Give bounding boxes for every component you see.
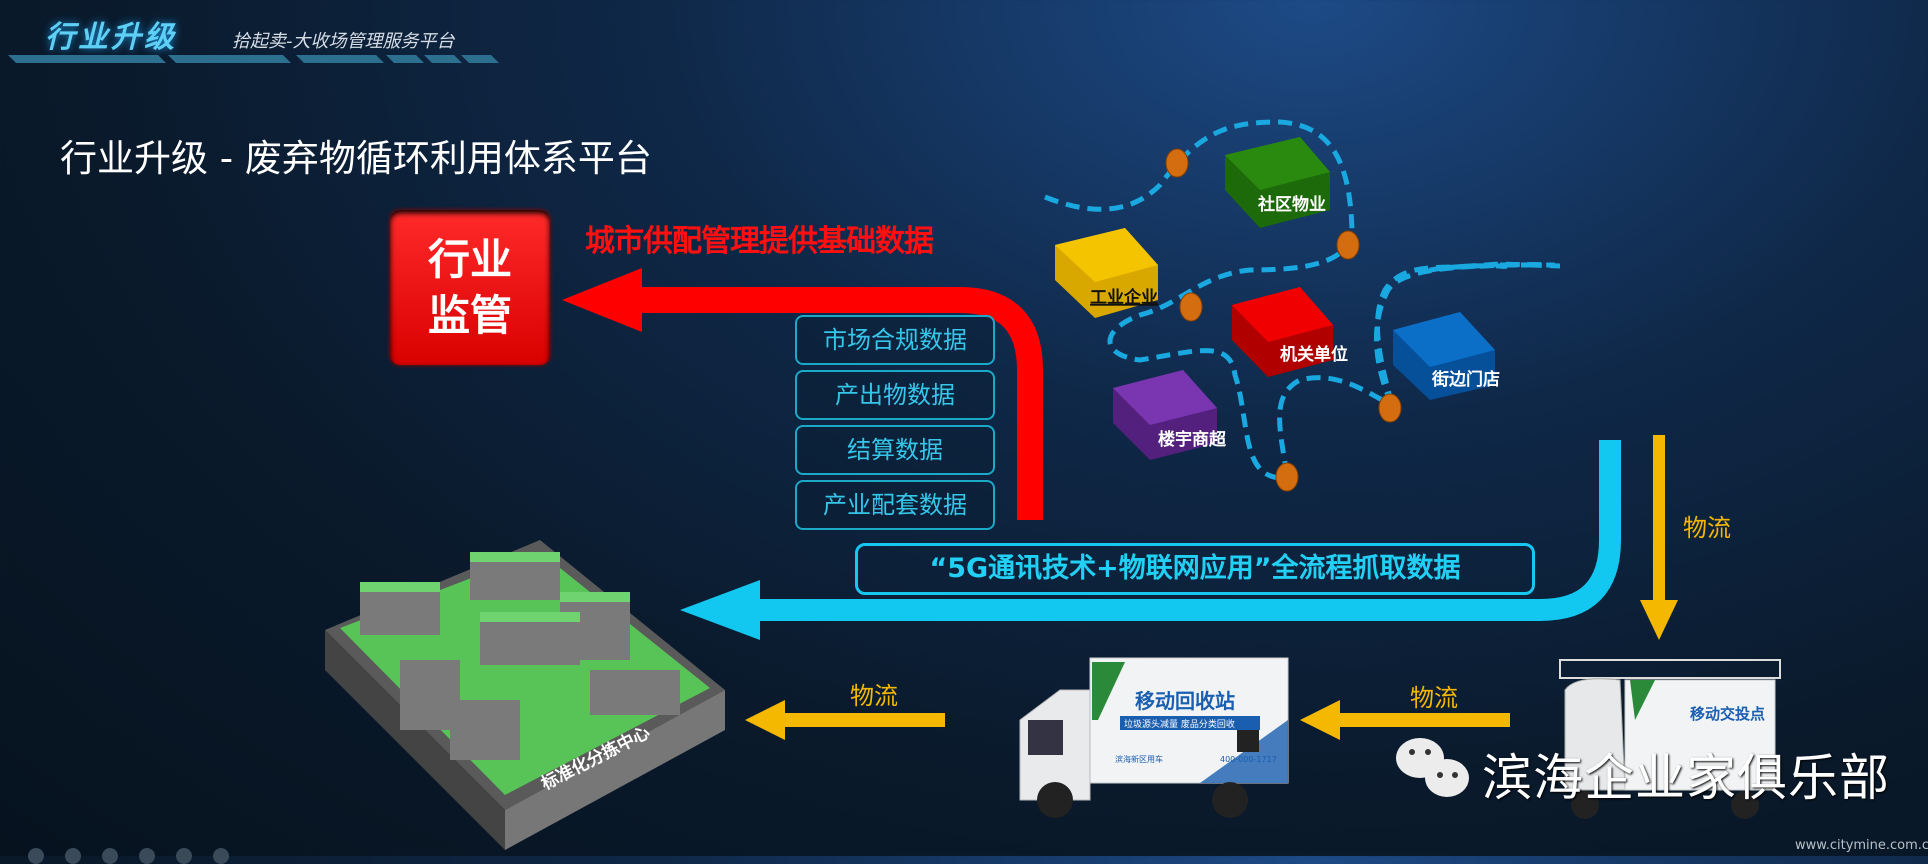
source-block-store[interactable]: 街边门店 xyxy=(1393,312,1500,400)
collection-point-icon xyxy=(1165,148,1189,178)
source-block-industry[interactable]: 工业企业 xyxy=(1055,228,1158,318)
collection-point-icon xyxy=(1179,292,1203,322)
truck-title: 移动回收站 xyxy=(1135,689,1235,713)
logistics-label: 物流 xyxy=(1410,684,1458,712)
logistics-label: 物流 xyxy=(1683,514,1731,542)
nav-dot[interactable] xyxy=(213,848,229,864)
tricycle-title: 移动交投点 xyxy=(1690,705,1765,723)
red-data-arrow xyxy=(562,268,1043,520)
source-label: 机关单位 xyxy=(1280,344,1348,365)
source-label: 社区物业 xyxy=(1257,194,1326,215)
header-subtitle: 拾起卖-大收场管理服务平台 xyxy=(232,31,455,52)
data-item-output: 产出物数据 xyxy=(795,370,995,420)
data-item-compliance: 市场合规数据 xyxy=(795,315,995,365)
mobile-recycling-truck-image: 移动回收站 垃圾源头减量 废品分类回收 滨海新区用车 400-000-1717 xyxy=(1019,657,1289,818)
cyan-data-arrow xyxy=(680,440,1621,640)
regulation-line1: 行业 xyxy=(427,235,512,284)
logistics-arrows xyxy=(745,435,1678,740)
nav-dot[interactable] xyxy=(65,848,81,864)
header-title: 行业升级 xyxy=(45,20,177,55)
nav-dot[interactable] xyxy=(139,848,155,864)
source-label: 工业企业 xyxy=(1090,287,1158,308)
source-block-government[interactable]: 机关单位 xyxy=(1232,287,1348,377)
data-item-supporting: 产业配套数据 xyxy=(795,480,995,530)
nav-dot[interactable] xyxy=(102,848,118,864)
mobile-dropoff-tricycle-image: 移动交投点 xyxy=(1559,659,1781,819)
page-title: 行业升级 - 废弃物循环利用体系平台 xyxy=(60,137,652,180)
wechat-icon xyxy=(1396,738,1469,797)
watermark-text: 滨海企业家俱乐部 xyxy=(1482,749,1890,807)
route-path xyxy=(1044,119,1355,481)
red-arrow-label: 城市供配管理提供基础数据 xyxy=(585,224,934,259)
data-item-settlement: 结算数据 xyxy=(795,425,995,475)
regulation-line2: 监管 xyxy=(427,291,512,340)
tech-banner: “5G通讯技术+物联网应用”全流程抓取数据 xyxy=(855,543,1535,595)
collection-point-icon xyxy=(1275,462,1299,492)
collection-point-icon xyxy=(1336,230,1360,260)
nav-dot[interactable] xyxy=(28,848,44,864)
route-path xyxy=(1374,263,1481,407)
truck-district: 滨海新区用车 xyxy=(1115,754,1163,764)
truck-slogan: 垃圾源头减量 废品分类回收 xyxy=(1124,718,1235,730)
route-path xyxy=(1277,375,1394,476)
source-label: 楼宇商超 xyxy=(1158,429,1227,450)
logistics-label: 物流 xyxy=(850,682,898,710)
collection-point-icon xyxy=(1378,393,1402,423)
source-block-community[interactable]: 社区物业 xyxy=(1225,137,1330,228)
sorting-center-image: 标准化分拣中心 xyxy=(325,540,725,850)
source-block-mall[interactable]: 楼宇商超 xyxy=(1113,370,1227,460)
source-label: 街边门店 xyxy=(1431,369,1500,390)
industry-regulation-box: 行业 监管 xyxy=(390,210,550,365)
footer-url: www.citymine.com.cn xyxy=(1795,838,1928,853)
nav-dot[interactable] xyxy=(176,848,192,864)
truck-phone: 400-000-1717 xyxy=(1220,755,1277,764)
